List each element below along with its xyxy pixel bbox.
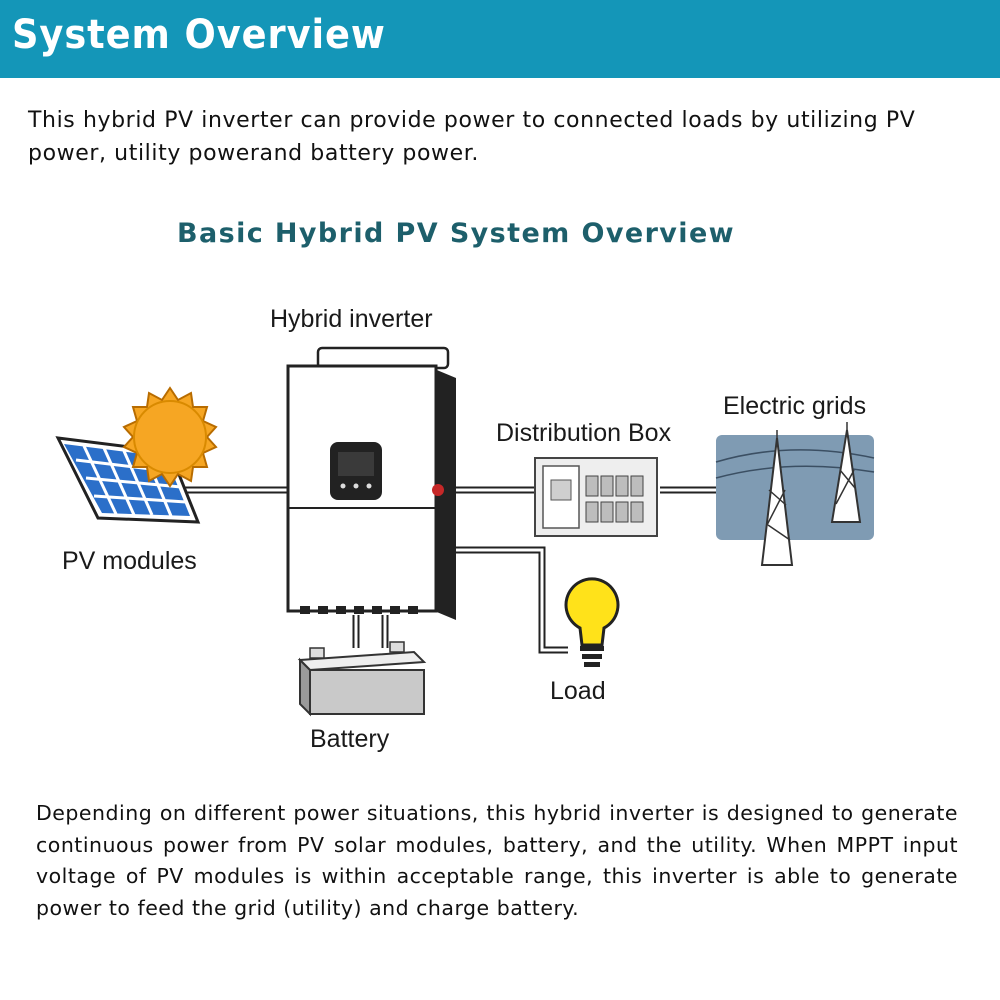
light-bulb-icon <box>564 577 620 667</box>
load-label: Load <box>550 677 606 705</box>
diagram-title: Basic Hybrid PV System Overview <box>177 218 735 249</box>
intro-paragraph: This hybrid PV inverter can provide powe… <box>28 108 916 166</box>
battery-icon <box>297 641 427 717</box>
inverter-label: Hybrid inverter <box>270 305 433 333</box>
pv-modules-label: PV modules <box>62 547 197 575</box>
page-title: System Overview <box>12 12 386 58</box>
hybrid-inverter-icon <box>286 346 456 620</box>
distribution-box-label: Distribution Box <box>496 419 672 447</box>
power-tower-icon <box>715 422 875 566</box>
sun-icon <box>122 386 218 488</box>
system-diagram: Hybrid inverter PV modules Distribution … <box>55 305 875 753</box>
battery-label: Battery <box>310 725 390 753</box>
electric-grids-label: Electric grids <box>723 392 866 420</box>
header-bar: System Overview <box>0 0 1000 78</box>
distribution-box-icon <box>534 457 658 537</box>
description-paragraph: Depending on different power situations,… <box>36 801 958 920</box>
